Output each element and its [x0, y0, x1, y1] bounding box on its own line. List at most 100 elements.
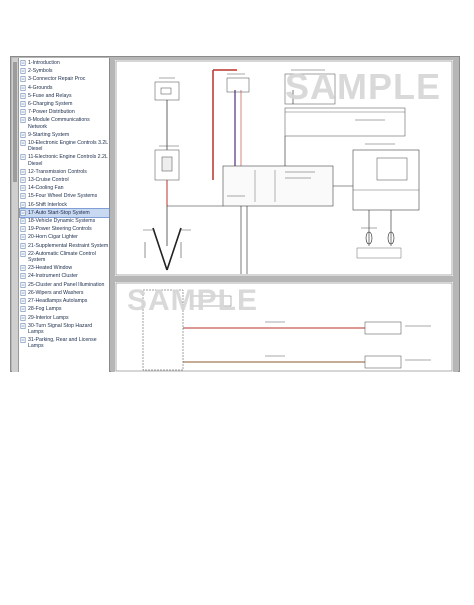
document-view[interactable]: SAMPLE SAMPLE — [111, 58, 458, 372]
bookmark-label: 8-Module Communications Network — [28, 117, 90, 130]
bookmark-item[interactable]: 2-Symbols — [20, 67, 109, 75]
bookmark-item[interactable]: 21-Supplemental Restraint System — [20, 242, 109, 250]
bookmark-page-icon — [20, 273, 26, 280]
bookmarks-scrollbar[interactable] — [12, 58, 19, 372]
bookmark-label: 13-Cruise Control — [28, 177, 69, 184]
bookmark-label: 14-Cooling Fan — [28, 185, 64, 192]
bookmark-item[interactable]: 20-Horn Cigar Lighter — [20, 233, 109, 241]
bookmark-item[interactable]: 14-Cooling Fan — [20, 184, 109, 192]
scrollbar-thumb[interactable] — [13, 62, 17, 182]
bookmark-item[interactable]: 8-Module Communications Network — [20, 116, 109, 130]
bookmark-page-icon — [20, 265, 26, 272]
bookmark-label: 10-Electronic Engine Controls 3.2L Diese… — [28, 140, 108, 153]
bookmark-item[interactable]: 12-Transmission Controls — [20, 168, 109, 176]
bookmark-item[interactable]: 9-Starting System — [20, 131, 109, 139]
bookmark-item[interactable]: 7-Power Distribution — [20, 108, 109, 116]
bookmark-label: 17-Auto Start-Stop System — [28, 209, 90, 216]
bookmark-label: 29-Interior Lamps — [28, 314, 69, 321]
bookmark-label: 23-Heated Window — [28, 265, 73, 272]
bookmark-page-icon — [20, 177, 26, 183]
bookmark-page-icon — [20, 60, 26, 66]
bookmark-page-icon — [20, 117, 26, 124]
bookmark-page-icon — [20, 101, 26, 107]
bookmark-page-icon — [20, 281, 26, 288]
bookmark-label: 2-Symbols — [28, 68, 53, 75]
bookmark-item[interactable]: 31-Parking, Rear and License Lamps — [20, 336, 109, 350]
bookmark-item[interactable]: 30-Turn Signal Stop Hazard Lamps — [20, 322, 109, 336]
bookmark-item[interactable]: 6-Charging System — [20, 100, 109, 108]
bookmark-item[interactable]: 16-Shift Interlock — [20, 201, 109, 209]
bookmark-item[interactable]: 11-Electronic Engine Controls 2.2L Diese… — [20, 153, 109, 167]
bookmark-page-icon — [20, 68, 26, 75]
bookmark-label: 5-Fuse and Relays — [28, 92, 72, 99]
bookmark-page-icon — [20, 131, 26, 138]
bookmark-label: 19-Power Steering Controls — [28, 226, 92, 233]
bookmark-item[interactable]: 22-Automatic Climate Control System — [20, 250, 109, 264]
bookmark-label: 15-Four Wheel Drive Systems — [28, 193, 98, 200]
bookmark-item[interactable]: 28-Fog Lamps — [20, 305, 109, 313]
bookmark-item[interactable]: 26-Wipers and Washers — [20, 289, 109, 297]
bookmark-label: 1-Introduction — [28, 60, 60, 66]
bookmark-page-icon — [20, 185, 26, 192]
wiring-diagram-2 — [115, 282, 453, 372]
bookmark-page-icon — [20, 337, 26, 343]
bookmark-page-icon — [20, 193, 26, 200]
bookmark-page-icon — [20, 76, 26, 83]
bookmark-label: 6-Charging System — [28, 101, 73, 108]
bookmark-item[interactable]: 4-Grounds — [20, 84, 109, 92]
wiring-diagram-1 — [115, 60, 453, 276]
bookmark-item[interactable]: 15-Four Wheel Drive Systems — [20, 192, 109, 200]
bookmark-item[interactable]: 13-Cruise Control — [20, 176, 109, 184]
bookmark-item[interactable]: 17-Auto Start-Stop System — [19, 207, 109, 219]
bookmark-label: 18-Vehicle Dynamic Systems — [28, 218, 96, 225]
bookmark-label: 24-Instrument Cluster — [28, 273, 78, 280]
bookmark-page-icon — [20, 242, 26, 249]
bookmark-page-icon — [20, 154, 26, 161]
bookmark-label: 28-Fog Lamps — [28, 306, 62, 313]
bookmark-item[interactable]: 27-Headlamps Autolamps — [20, 297, 109, 305]
bookmark-page-icon — [20, 314, 26, 321]
bookmark-item[interactable]: 18-Vehicle Dynamic Systems — [20, 217, 109, 225]
bookmark-item[interactable]: 5-Fuse and Relays — [20, 92, 109, 100]
bookmark-label: 12-Transmission Controls — [28, 168, 87, 175]
bookmark-page-icon — [20, 92, 26, 99]
bookmark-item[interactable]: 19-Power Steering Controls — [20, 225, 109, 233]
sample-watermark: SAMPLE — [127, 284, 259, 317]
bookmark-label: 3-Connector Repair Proc — [28, 76, 86, 83]
bookmark-label: 25-Cluster and Panel Illumination — [28, 281, 105, 288]
bookmark-item[interactable]: 10-Electronic Engine Controls 3.2L Diese… — [20, 139, 109, 153]
bookmark-page-icon — [20, 226, 26, 233]
bookmark-label: 16-Shift Interlock — [28, 201, 67, 208]
bookmark-label: 31-Parking, Rear and License Lamps — [28, 337, 97, 350]
bookmark-page-icon — [20, 109, 26, 116]
bookmark-label: 11-Electronic Engine Controls 2.2L Diese… — [28, 154, 108, 167]
bookmark-label: 9-Starting System — [28, 131, 70, 138]
bookmark-page-icon — [20, 210, 26, 216]
bookmark-page-icon — [20, 298, 26, 304]
bookmark-label: 4-Grounds — [28, 84, 53, 91]
bookmark-label: 20-Horn Cigar Lighter — [28, 234, 78, 241]
bookmark-page-icon — [20, 140, 26, 146]
bookmark-label: 21-Supplemental Restraint System — [28, 242, 109, 249]
bookmark-item[interactable]: 24-Instrument Cluster — [20, 272, 109, 280]
wiring-diagram-page-1: SAMPLE — [115, 60, 453, 276]
bookmark-page-icon — [20, 84, 26, 91]
bookmark-page-icon — [20, 218, 26, 224]
bookmark-page-icon — [20, 234, 26, 241]
bookmark-page-icon — [20, 169, 26, 175]
bookmark-label: 30-Turn Signal Stop Hazard Lamps — [28, 322, 93, 335]
bookmark-item[interactable]: 23-Heated Window — [20, 264, 109, 272]
bookmark-label: 22-Automatic Climate Control System — [28, 250, 96, 264]
bookmark-item[interactable]: 25-Cluster and Panel Illumination — [20, 281, 109, 289]
bookmark-page-icon — [20, 322, 26, 329]
bookmark-item[interactable]: 3-Connector Repair Proc — [20, 75, 109, 83]
wiring-diagram-page-2: SAMPLE — [115, 282, 453, 372]
bookmark-item[interactable]: 1-Introduction — [20, 59, 109, 67]
bookmark-label: 27-Headlamps Autolamps — [28, 298, 88, 305]
sample-watermark: SAMPLE — [285, 66, 442, 107]
bookmark-item[interactable]: 29-Interior Lamps — [20, 314, 109, 322]
bookmark-label: 26-Wipers and Washers — [28, 289, 84, 296]
